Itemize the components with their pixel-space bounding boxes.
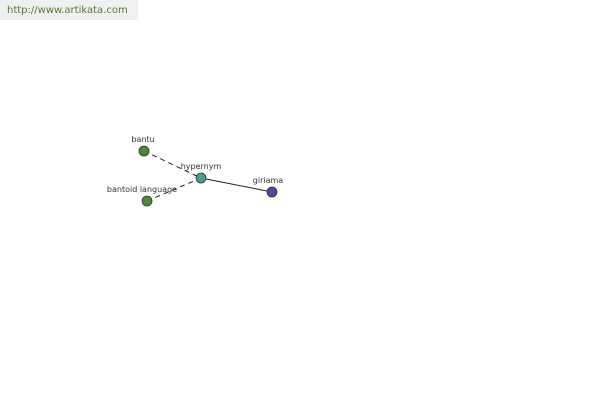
- edge-bantoid-language-hypernym: [146, 177, 202, 202]
- labels-layer: bantu hypernym bantoid language giriama: [107, 135, 283, 194]
- edge-bantu-hypernym: [143, 150, 202, 179]
- nodes-layer: [138, 145, 278, 207]
- node-bantoid-language[interactable]: [141, 195, 153, 207]
- node-giriama[interactable]: [266, 186, 278, 198]
- source-url-link[interactable]: http://www.artikata.com: [0, 0, 138, 20]
- label-giriama: giriama: [253, 176, 284, 185]
- node-hypernym[interactable]: [195, 172, 207, 184]
- node-bantu[interactable]: [138, 145, 150, 157]
- label-bantoid-language: bantoid language: [107, 185, 177, 194]
- label-hypernym: hypernym: [181, 162, 222, 171]
- edge-hypernym-giriama: [200, 177, 273, 193]
- edges-layer: [143, 150, 273, 202]
- label-bantu: bantu: [131, 135, 154, 144]
